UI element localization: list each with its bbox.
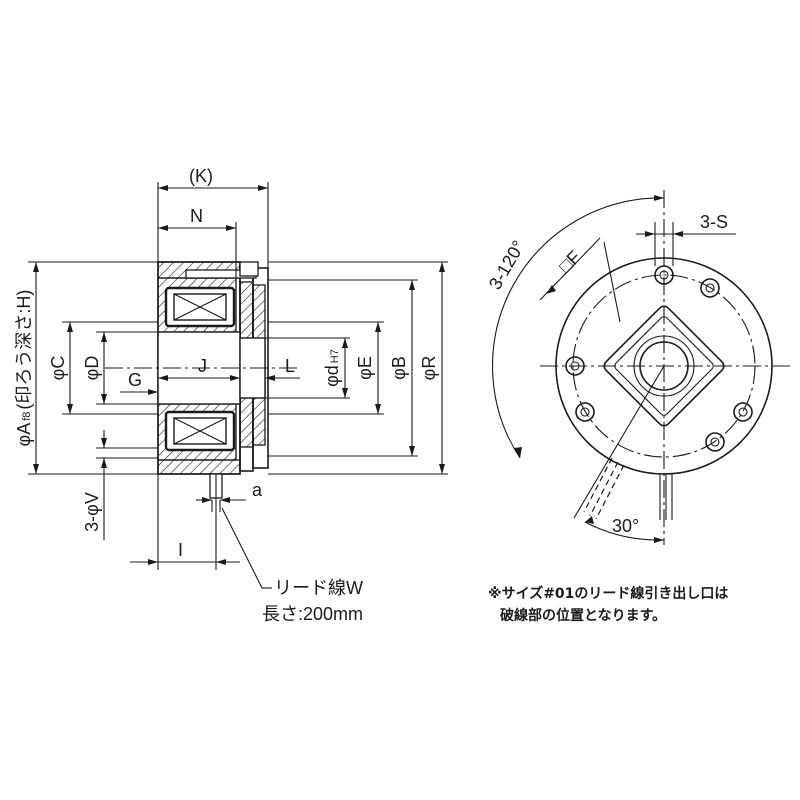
dim-I: I [178, 540, 183, 560]
coil-upper [164, 286, 236, 328]
screw-label: 3-S [700, 212, 728, 232]
dim-L: L [285, 356, 295, 376]
dimension-lines [33, 185, 445, 589]
size-note-line1: ※サイズ#01のリード線引き出し口は [488, 585, 728, 602]
dim-phiE: φE [355, 356, 375, 380]
dim-a: a [252, 480, 263, 500]
dim-phiA: φA [14, 423, 34, 447]
dim-phid: φd [322, 365, 342, 387]
lead-wire-outlet [209, 473, 223, 512]
dim-N: N [190, 206, 203, 226]
dim-phid-tolerance: H7 [329, 349, 341, 363]
svg-text:φdH7: φd H7 [322, 349, 342, 387]
square-hub [603, 305, 725, 427]
dim-phiR: φR [419, 356, 439, 381]
lead-wire [659, 474, 673, 520]
dim-J: J [198, 356, 207, 376]
dim-phiB: φB [389, 356, 409, 380]
pitch-angle-label: 3-120° [485, 237, 529, 293]
extension-lines [28, 182, 448, 570]
lead-angle-label: 30° [612, 516, 639, 536]
side-section-view: (K) N J L G a I φC φD φd H7 φE φB φR φA f8… [14, 166, 448, 624]
front-view: 30° 3-120° □F 3-S ※サイズ#01のリード線引き出し口は 破線部… [485, 190, 790, 624]
dim-phiC: φC [48, 356, 68, 381]
through-holes [565, 278, 725, 452]
lead-wire-label: リード線W [274, 578, 363, 598]
dim-phiA-tolerance: f8 [21, 412, 33, 421]
lead-wire-alternate [583, 457, 625, 520]
mounting-bolt [185, 261, 259, 279]
lead-wire-length: 長さ:200mm [262, 604, 363, 624]
coil-lower [164, 410, 236, 452]
square-size-label: □F [555, 247, 585, 277]
dim-holes: 3-φV [82, 492, 102, 532]
dim-phiA-depth-note: (印ろう深さ:H) [14, 290, 34, 410]
dim-K: (K) [189, 166, 213, 186]
dim-phiD: φD [82, 356, 102, 381]
dim-G: G [128, 370, 142, 390]
size-note-line2: 破線部の位置となります。 [500, 607, 666, 624]
svg-text:φAf8(印ろう深さ:H): φA f8 (印ろう深さ:H) [14, 290, 34, 447]
